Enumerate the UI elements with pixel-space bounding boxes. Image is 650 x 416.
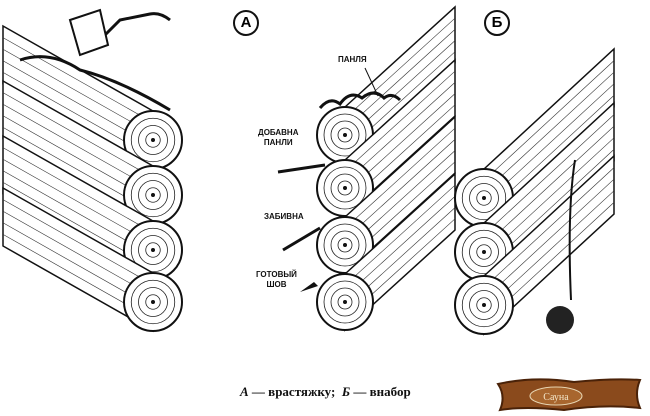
sauna-logo: Сауна <box>494 374 644 414</box>
tow-left <box>19 55 171 112</box>
log-left-3-ring <box>138 287 168 317</box>
label-seam-line2: ШОВ <box>266 280 287 289</box>
chisel-a-top <box>277 163 326 174</box>
log-left-3-grain <box>2 199 154 285</box>
log-a-1-ring <box>330 173 360 203</box>
log-left-3-core <box>151 300 155 304</box>
log-b-0-ring <box>461 175 507 221</box>
leader-tow <box>364 67 379 97</box>
caption-a: А <box>240 384 249 399</box>
log-a-2-grain <box>344 127 456 229</box>
log-left-0-grain <box>2 37 154 123</box>
log-left-2-ring <box>130 227 176 273</box>
log-a-3-core <box>343 300 347 304</box>
log-left-0-ring <box>145 132 161 148</box>
log-left-1-grain <box>2 103 154 190</box>
log-b-1-grain <box>483 125 615 247</box>
logo-text: Сауна <box>543 392 569 403</box>
log-b-1-core <box>482 250 486 254</box>
label-driven: ЗАБИВНА <box>264 212 304 221</box>
log-b-1-grain <box>483 114 615 235</box>
log-b-2-grain <box>483 178 615 300</box>
log-left-3-grain <box>2 210 154 297</box>
log-left-2-core <box>151 248 155 252</box>
log-a-3-grain <box>344 184 456 286</box>
log-b-0-grain <box>483 60 615 181</box>
figure-caption: А — врастяжку; Б — внабор <box>240 384 411 400</box>
label-seam-line1: ГОТОВЫЙ <box>256 270 297 279</box>
log-left-1-ring <box>145 187 161 203</box>
seam-arrow <box>300 282 318 292</box>
log-b-2-grain <box>483 167 615 288</box>
log-left-1-ring <box>138 180 168 210</box>
log-a-0-ring <box>323 113 367 157</box>
tow-tuft <box>318 91 402 109</box>
log-b-1-ring <box>461 229 507 275</box>
label-add-tow-line1: ДОБАВНА <box>258 128 299 137</box>
log-b-2-ring <box>461 282 507 328</box>
log-left-3-ring <box>130 279 176 325</box>
log-a-1-ring <box>323 166 367 210</box>
log-a-1-core <box>343 186 347 190</box>
rope <box>568 159 576 301</box>
log-left-1-grain <box>2 92 154 178</box>
log-left-2-grain <box>2 147 154 233</box>
log-b-0-grain <box>483 71 615 193</box>
log-a-0-ring <box>330 120 360 150</box>
log-b-1-ring <box>469 237 499 267</box>
log-left-2-grain <box>2 158 154 245</box>
marker-a: А <box>233 10 259 36</box>
log-left-0-core <box>151 138 155 142</box>
log-b-0-ring <box>469 183 499 213</box>
log-a-2-ring <box>330 230 360 260</box>
log-a-3-ring <box>323 280 367 324</box>
log-a-2-ring <box>323 223 367 267</box>
log-left-1-core <box>151 193 155 197</box>
log-b-2-ring <box>469 290 499 320</box>
log-a-0-core <box>343 133 347 137</box>
log-left-1-ring <box>130 172 176 218</box>
chisel-a-bottom <box>282 226 321 252</box>
log-a-3-ring <box>337 294 353 310</box>
log-a-2-ring <box>337 237 353 253</box>
label-add-tow-line2: ПАНЛИ <box>263 138 293 147</box>
log-a-1-ring <box>337 180 353 196</box>
marker-b: Б <box>484 10 510 36</box>
caption-b: Б <box>341 384 351 399</box>
log-a-0-grain <box>344 17 456 119</box>
log-left-2-ring <box>138 235 168 265</box>
log-left-0-ring <box>138 125 168 155</box>
log-a-2-core <box>343 243 347 247</box>
log-b-1-ring <box>476 244 492 260</box>
log-left-0-ring <box>130 117 176 163</box>
log-b-0-ring <box>476 190 492 206</box>
log-b-2-ring <box>476 297 492 313</box>
tassel <box>546 306 574 334</box>
label-tow: ПАНЛЯ <box>338 55 367 64</box>
log-left-3-ring <box>145 294 161 310</box>
log-a-0-ring <box>337 127 353 143</box>
axe-head <box>68 8 110 57</box>
log-left-2-ring <box>145 242 161 258</box>
log-left-0-grain <box>2 48 154 135</box>
log-a-3-ring <box>330 287 360 317</box>
log-b-2-core <box>482 303 486 307</box>
caption-b-text: — внабор <box>350 384 411 399</box>
log-a-1-grain <box>344 70 456 172</box>
log-b-0-core <box>482 196 486 200</box>
axe-handle <box>88 12 171 52</box>
caption-a-text: — врастяжку; <box>248 384 342 399</box>
